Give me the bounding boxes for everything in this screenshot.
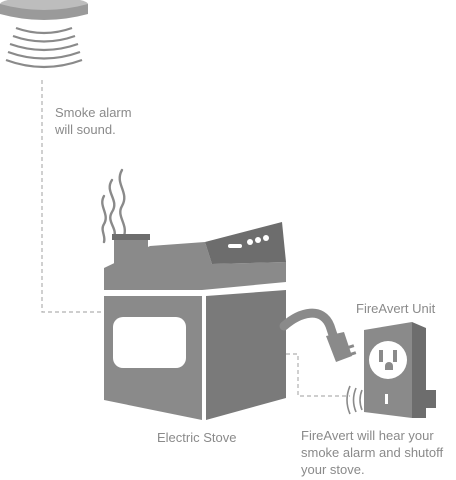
steam-icon — [101, 168, 127, 244]
unit-side — [412, 322, 426, 418]
outlet-face — [369, 341, 407, 379]
power-cord — [279, 308, 339, 343]
stove-knobs — [228, 235, 269, 248]
listening-waves — [346, 385, 363, 415]
smoke-alarm-icon — [0, 0, 88, 69]
stove-side-face — [206, 290, 286, 420]
power-plug-icon — [279, 308, 357, 362]
oven-window — [113, 317, 186, 368]
fireavert-description-label: FireAvert will hear your smoke alarm and… — [301, 428, 444, 477]
stove-control-panel — [205, 222, 286, 264]
fireavert-outlet-icon — [346, 322, 436, 418]
alarm-to-stove-line — [41, 80, 102, 313]
fireavert-unit-label: FireAvert Unit — [356, 301, 436, 316]
stove-top — [104, 242, 286, 290]
dashed-connector-lines — [41, 80, 350, 397]
electric-stove-icon — [104, 222, 287, 420]
smoke-alarm-label: Smoke alarm will sound. — [55, 105, 132, 137]
electric-stove-label: Electric Stove — [157, 430, 237, 445]
sound-waves — [5, 26, 83, 69]
stove-to-unit-line — [286, 353, 350, 397]
